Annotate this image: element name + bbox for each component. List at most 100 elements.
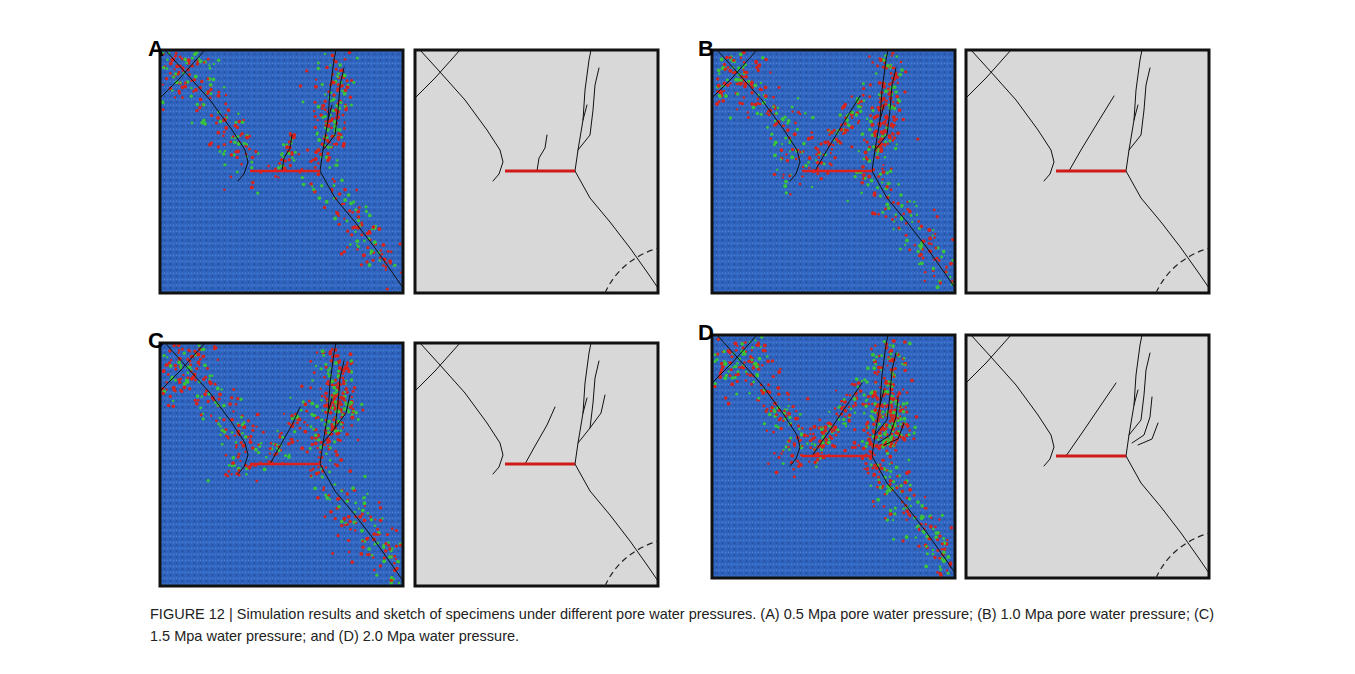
damage-particle [339, 458, 343, 462]
damage-particle [876, 154, 878, 156]
damage-particle [788, 141, 791, 144]
damage-particle [873, 193, 877, 197]
damage-particle [879, 57, 882, 60]
damage-particle [377, 227, 381, 231]
damage-particle [232, 135, 234, 137]
damage-particle [881, 178, 883, 180]
damage-particle [311, 443, 314, 446]
damage-particle [361, 508, 365, 512]
damage-particle [876, 65, 879, 68]
damage-particle [255, 480, 258, 483]
damage-particle [313, 486, 317, 490]
damage-particle [754, 339, 756, 341]
damage-particle [210, 114, 213, 117]
damage-particle [915, 205, 917, 207]
damage-particle [858, 150, 860, 152]
damage-particle [804, 164, 808, 168]
damage-particle [329, 498, 331, 500]
damage-particle [860, 105, 862, 107]
damage-particle [313, 110, 316, 113]
damage-particle [352, 81, 355, 84]
damage-particle [878, 355, 880, 357]
damage-particle [870, 463, 873, 466]
damage-particle [910, 214, 913, 217]
damage-particle [349, 401, 352, 404]
damage-particle [350, 424, 353, 427]
damage-particle [181, 86, 185, 90]
damage-particle [162, 371, 164, 373]
damage-particle [793, 475, 796, 478]
damage-particle [807, 137, 811, 141]
damage-particle [754, 60, 758, 64]
damage-particle [333, 120, 337, 124]
damage-particle [811, 186, 813, 188]
damage-particle [922, 257, 925, 260]
damage-particle [732, 59, 735, 62]
damage-particle [791, 106, 794, 109]
damage-particle [333, 180, 336, 183]
damage-particle [842, 133, 844, 135]
damage-particle [770, 133, 773, 136]
damage-particle [245, 473, 248, 476]
damage-particle [352, 521, 356, 525]
damage-particle [303, 421, 305, 423]
damage-particle [366, 231, 370, 235]
damage-particle [391, 527, 394, 530]
damage-particle [893, 107, 897, 111]
damage-particle [236, 150, 240, 154]
damage-particle [294, 151, 297, 154]
damage-particle [716, 352, 719, 355]
damage-particle [195, 402, 199, 406]
damage-particle [178, 365, 181, 368]
damage-particle [374, 543, 377, 546]
damage-particle [893, 220, 895, 222]
damage-particle [333, 483, 336, 486]
damage-particle [314, 166, 317, 169]
damage-particle [165, 363, 167, 365]
damage-particle [366, 554, 369, 557]
damage-particle [936, 571, 939, 574]
damage-particle [894, 147, 897, 150]
damage-particle [223, 86, 226, 89]
damage-particle [900, 406, 903, 409]
damage-particle [221, 428, 224, 431]
damage-particle [885, 171, 888, 174]
damage-particle [924, 280, 926, 282]
damage-particle [754, 84, 758, 88]
damage-particle [925, 545, 928, 548]
damage-particle [350, 401, 353, 404]
damage-particle [375, 574, 378, 577]
damage-particle [321, 83, 324, 86]
damage-particle [346, 230, 349, 233]
damage-particle [718, 94, 722, 98]
damage-particle [917, 220, 920, 223]
damage-particle [224, 103, 227, 106]
damage-particle [886, 182, 889, 185]
damage-particle [270, 447, 273, 450]
damage-particle [905, 535, 909, 539]
damage-particle [861, 380, 863, 382]
damage-particle [317, 148, 321, 152]
damage-particle [358, 515, 362, 519]
damage-particle [309, 386, 312, 389]
damage-particle [311, 468, 314, 471]
damage-particle [246, 143, 248, 145]
damage-particle [316, 447, 319, 450]
damage-particle [293, 159, 296, 162]
damage-particle [862, 393, 865, 396]
damage-particle [208, 375, 211, 378]
damage-particle [363, 496, 366, 499]
damage-particle [345, 388, 348, 391]
damage-particle [877, 106, 880, 109]
damage-particle [834, 407, 837, 410]
damage-particle [933, 208, 936, 211]
damage-particle [896, 118, 898, 120]
damage-particle [831, 148, 833, 150]
damage-particle [311, 159, 314, 162]
damage-particle [223, 163, 226, 166]
damage-particle [727, 402, 731, 406]
damage-particle [888, 82, 892, 86]
damage-particle [305, 410, 308, 413]
damage-particle [181, 348, 184, 351]
damage-particle [174, 368, 177, 371]
